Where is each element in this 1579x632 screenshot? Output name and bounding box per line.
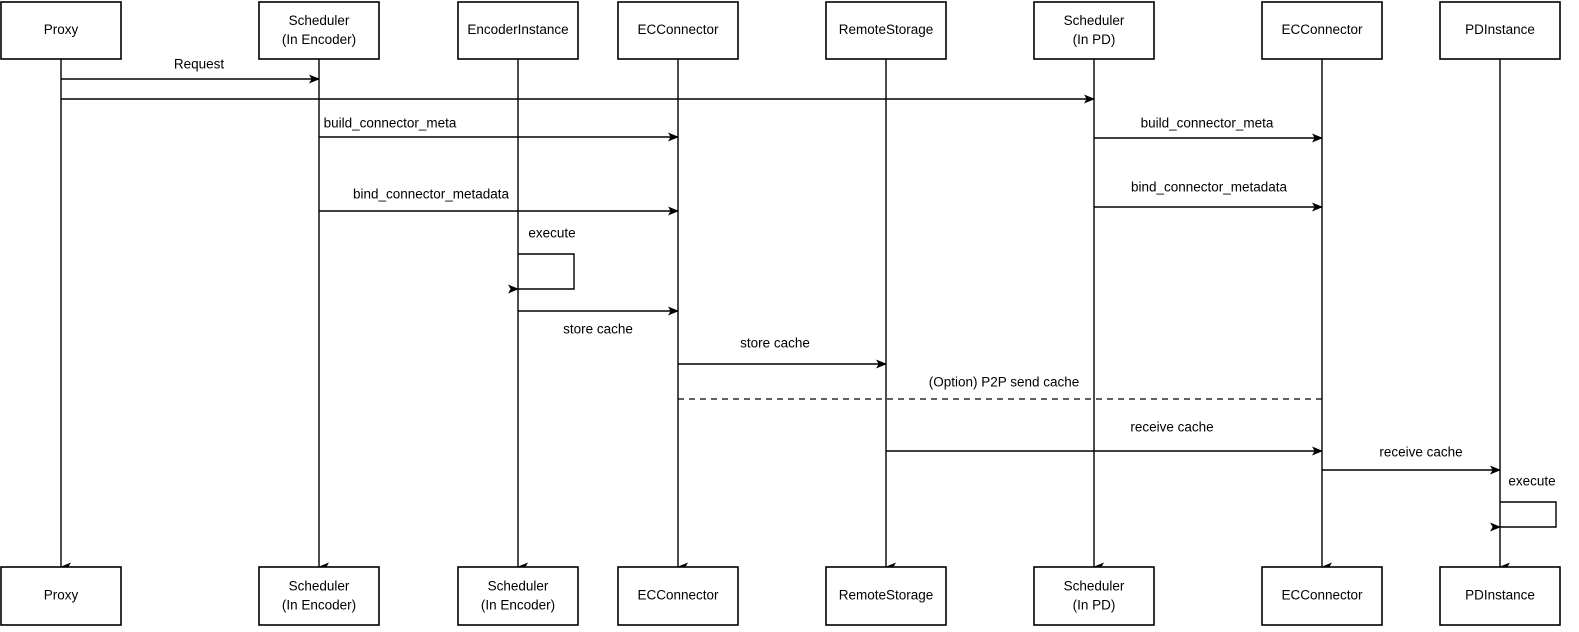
bottom-participant-label-line2-scheduler-in-pd: (In PD): [1073, 598, 1116, 613]
bottom-participant-box-remote-storage[interactable]: [825, 566, 947, 626]
self-message-label-execute-encoder-instance: execute: [528, 226, 575, 241]
message-store-cache-encoder-to-ecconnector[interactable]: store cache: [518, 306, 679, 337]
bottom-participant-label-line2-encoder-instance: (In Encoder): [481, 598, 555, 613]
message-label-store-cache-encoder-to-ecconnector: store cache: [563, 322, 633, 337]
bottom-participant-box-scheduler-in-encoder[interactable]: [258, 566, 380, 626]
bottom-participant-ec-connector-pd[interactable]: ECConnector: [1261, 566, 1383, 626]
bottom-participant-label-line2-scheduler-in-encoder: (In Encoder): [282, 598, 356, 613]
top-participant-label-line2-scheduler-in-encoder: (In Encoder): [282, 32, 356, 47]
message-receive-cache-ecconnector-to-pdinstance[interactable]: receive cache: [1322, 445, 1501, 475]
bottom-participant-ec-connector-encoder[interactable]: ECConnector: [617, 566, 739, 626]
message-label-receive-cache-remotestorage-to-ecconnector: receive cache: [1130, 420, 1213, 435]
message-request[interactable]: Request: [61, 57, 320, 84]
message-label-p2p-send-cache: (Option) P2P send cache: [929, 375, 1080, 390]
message-store-cache-ecconnector-to-remotestorage[interactable]: store cache: [678, 336, 887, 369]
message-label-bind-connector-metadata-encoder: bind_connector_metadata: [353, 187, 510, 202]
bottom-participant-box-pd-instance[interactable]: [1439, 566, 1561, 626]
top-participant-ec-connector-encoder[interactable]: ECConnector: [617, 1, 739, 60]
top-participant-box-ec-connector-pd[interactable]: [1261, 1, 1383, 60]
top-participant-scheduler-in-encoder[interactable]: Scheduler (In Encoder): [258, 1, 380, 60]
message-label-request: Request: [174, 57, 225, 72]
self-message-path-execute-pd-instance[interactable]: [1490, 501, 1557, 532]
top-participant-label-encoder-instance: EncoderInstance: [467, 22, 568, 37]
bottom-participant-label-ec-connector-encoder: ECConnector: [637, 588, 719, 603]
bottom-participant-scheduler-in-encoder[interactable]: Scheduler (In Encoder): [258, 566, 380, 626]
message-label-build-connector-meta-pd: build_connector_meta: [1141, 116, 1274, 131]
bottom-participant-label-ec-connector-pd: ECConnector: [1281, 588, 1363, 603]
bottom-participant-box-encoder-instance[interactable]: [457, 566, 579, 626]
message-bind-connector-metadata-encoder[interactable]: bind_connector_metadata: [319, 187, 679, 216]
top-participant-label-remote-storage: RemoteStorage: [839, 22, 934, 37]
top-participant-label-line1-scheduler-in-pd: Scheduler: [1064, 13, 1125, 28]
bottom-participant-label-pd-instance: PDInstance: [1465, 588, 1535, 603]
top-participant-proxy[interactable]: Proxy: [0, 1, 122, 60]
top-participant-remote-storage[interactable]: RemoteStorage: [825, 1, 947, 60]
bottom-participant-label-line1-scheduler-in-pd: Scheduler: [1064, 579, 1125, 594]
top-participant-scheduler-in-pd[interactable]: Scheduler (In PD): [1033, 1, 1155, 60]
lifelines-layer: [60, 59, 1510, 572]
top-participant-box-proxy[interactable]: [0, 1, 122, 60]
top-participant-box-encoder-instance[interactable]: [457, 1, 579, 60]
top-participant-encoder-instance[interactable]: EncoderInstance: [457, 1, 579, 60]
bottom-participant-box-ec-connector-pd[interactable]: [1261, 566, 1383, 626]
top-participant-label-proxy: Proxy: [44, 22, 79, 37]
bottom-participant-label-remote-storage: RemoteStorage: [839, 588, 934, 603]
message-p2p-send-cache[interactable]: (Option) P2P send cache: [678, 375, 1322, 400]
top-participant-pd-instance[interactable]: PDInstance: [1439, 1, 1561, 60]
bottom-participant-box-proxy[interactable]: [0, 566, 122, 626]
message-build-connector-meta-pd[interactable]: build_connector_meta: [1094, 116, 1323, 143]
messages-layer: Request build_connector_meta build_connect…: [61, 57, 1557, 532]
bottom-participant-proxy[interactable]: Proxy: [0, 566, 122, 626]
message-label-build-connector-meta-encoder: build_connector_meta: [324, 116, 457, 131]
bottom-participant-encoder-instance[interactable]: Scheduler (In Encoder): [457, 566, 579, 626]
top-participant-ec-connector-pd[interactable]: ECConnector: [1261, 1, 1383, 60]
top-participant-label-pd-instance: PDInstance: [1465, 22, 1535, 37]
top-participant-label-ec-connector-encoder: ECConnector: [637, 22, 719, 37]
top-participant-box-scheduler-in-pd[interactable]: [1033, 1, 1155, 60]
message-bind-connector-metadata-pd[interactable]: bind_connector_metadata: [1094, 180, 1323, 212]
bottom-participant-label-line1-scheduler-in-encoder: Scheduler: [289, 579, 350, 594]
bottom-participant-scheduler-in-pd[interactable]: Scheduler (In PD): [1033, 566, 1155, 626]
self-message-execute-pd-instance[interactable]: execute: [1490, 474, 1557, 532]
message-label-bind-connector-metadata-pd: bind_connector_metadata: [1131, 180, 1288, 195]
bottom-participant-pd-instance[interactable]: PDInstance: [1439, 566, 1561, 626]
top-participant-box-ec-connector-encoder[interactable]: [617, 1, 739, 60]
self-message-label-execute-pd-instance: execute: [1508, 474, 1555, 489]
bottom-participant-box-scheduler-in-pd[interactable]: [1033, 566, 1155, 626]
self-message-path-execute-encoder-instance[interactable]: [508, 253, 575, 294]
top-participant-label-ec-connector-pd: ECConnector: [1281, 22, 1363, 37]
message-label-receive-cache-ecconnector-to-pdinstance: receive cache: [1379, 445, 1462, 460]
top-participant-box-pd-instance[interactable]: [1439, 1, 1561, 60]
top-participant-box-remote-storage[interactable]: [825, 1, 947, 60]
message-label-store-cache-ecconnector-to-remotestorage: store cache: [740, 336, 810, 351]
bottom-participant-label-proxy: Proxy: [44, 588, 79, 603]
bottom-participant-remote-storage[interactable]: RemoteStorage: [825, 566, 947, 626]
top-participant-box-scheduler-in-encoder[interactable]: [258, 1, 380, 60]
bottom-participant-label-line1-encoder-instance: Scheduler: [488, 579, 549, 594]
bottom-participant-box-ec-connector-encoder[interactable]: [617, 566, 739, 626]
top-participant-label-line2-scheduler-in-pd: (In PD): [1073, 32, 1116, 47]
self-message-execute-encoder-instance[interactable]: execute: [508, 226, 576, 294]
message-build-connector-meta-encoder[interactable]: build_connector_meta: [319, 116, 679, 142]
top-participant-label-line1-scheduler-in-encoder: Scheduler: [289, 13, 350, 28]
message-receive-cache-remotestorage-to-ecconnector[interactable]: receive cache: [886, 420, 1323, 456]
